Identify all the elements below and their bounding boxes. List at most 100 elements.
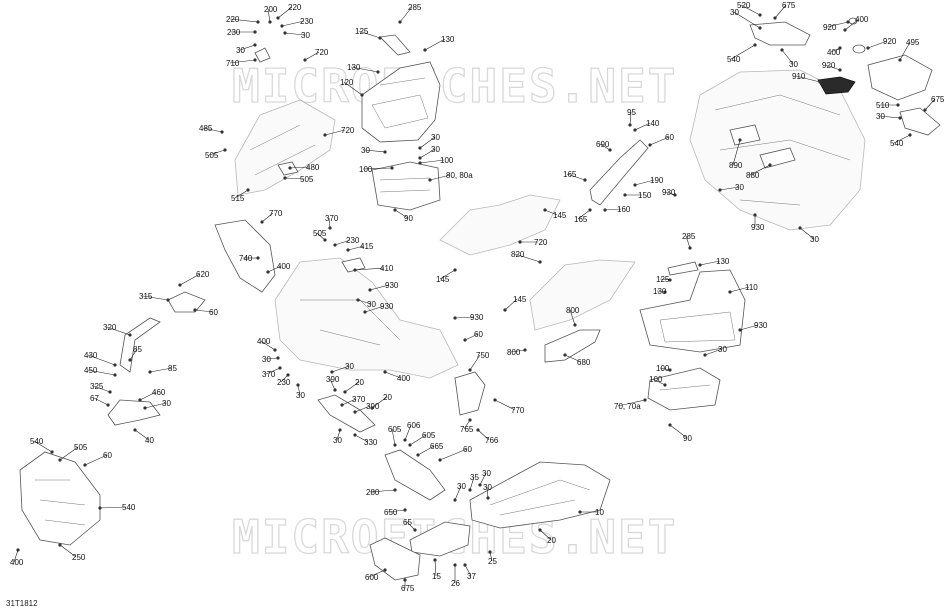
leader-line [659,367,671,371]
bracket-315 [167,291,206,313]
fastener-mark [106,403,110,407]
leader-line [685,235,691,249]
fastener-mark [478,483,482,487]
mirror-bracket [379,34,411,56]
callout-460: 460 [152,388,166,397]
callout-390b: 390 [366,402,380,411]
callout-30k: 30 [333,436,342,445]
fastener-mark [178,283,182,287]
callout-130a: 130 [441,35,455,44]
grommet-920 [848,17,866,54]
callout-710: 710 [226,59,240,68]
callout-505c: 505 [313,229,327,238]
callout-505d: 505 [74,443,88,452]
fastener-mark [648,143,652,147]
fastener-mark [418,161,422,165]
leader-line [387,509,406,513]
fastener-mark [393,443,397,447]
leader-line [144,402,167,409]
callout-30p: 30 [810,235,819,244]
leader-line [280,374,289,383]
fastener-mark [728,290,732,294]
callout-480: 480 [306,163,320,172]
leader-line [899,41,911,61]
leader-line [795,75,821,83]
fastener-mark [276,356,280,360]
fastener-mark [663,290,667,294]
leader-line [510,349,526,353]
fastener-mark [273,348,277,352]
fastener-mark [133,428,137,432]
leader-line [699,260,721,266]
fastener-mark [488,550,492,554]
leader-line [99,506,127,509]
leader-line [893,134,911,144]
callout-720a: 720 [315,48,329,57]
callout-230a: 230 [227,28,241,37]
fastener-mark [383,370,387,374]
leader-line [33,440,53,453]
rear-light-housing [749,21,811,46]
fastener-mark [428,178,432,182]
leader-line [277,6,293,19]
leader-line [261,212,274,223]
leader-line [604,208,622,211]
fastener-mark [58,458,62,462]
leader-line [328,217,331,229]
fastener-mark [328,226,332,230]
fastener-mark [108,390,112,394]
leader-line [749,164,771,176]
fastener-mark [518,240,522,244]
callout-110: 110 [745,283,758,292]
leader-line [844,18,860,31]
fastener-mark [838,46,842,50]
callout-495: 495 [906,38,920,47]
callout-415: 415 [360,242,374,251]
fastener-mark [113,373,117,377]
leader-line [434,559,437,577]
callout-910: 910 [792,72,806,81]
leader-line [659,278,671,281]
callout-130c: 130 [716,257,730,266]
fastener-mark [283,31,287,35]
fastener-mark [253,58,257,62]
fastener-mark [476,428,480,432]
fender-support [589,139,649,206]
fastener-mark [368,288,372,292]
callout-675b: 675 [931,95,945,104]
callout-400a: 400 [277,262,291,271]
leader-line [419,159,445,164]
callout-60c: 60 [665,133,674,142]
fastener-mark [643,398,647,402]
leader-line [652,378,666,386]
fastener-mark [738,328,742,332]
leader-line [334,239,351,246]
callout-920b: 920 [883,37,897,46]
fastener-mark [538,260,542,264]
callout-605b: 605 [422,431,436,440]
callout-100a: 100 [359,165,373,174]
fastener-mark [128,358,132,362]
fastener-mark [193,308,197,312]
leader-line [368,569,386,578]
leader-line [316,232,326,241]
callout-220a: 220 [226,15,240,24]
leader-line [364,149,386,153]
front-panel-left [19,451,101,546]
callout-220b: 220 [288,3,302,12]
callout-540b: 540 [122,503,136,512]
callout-160: 160 [617,205,631,214]
leader-line [194,309,214,313]
leader-line [399,6,413,23]
leader-line [134,429,150,441]
rear-tail-cover [867,54,933,101]
leader-line [469,476,475,491]
callout-90a: 90 [404,214,413,223]
leader-line [406,521,416,531]
callout-510: 510 [876,101,890,110]
callout-90b: 90 [683,434,692,443]
callout-650: 650 [384,508,398,517]
callout-150: 150 [638,191,652,200]
leader-line [539,529,552,541]
